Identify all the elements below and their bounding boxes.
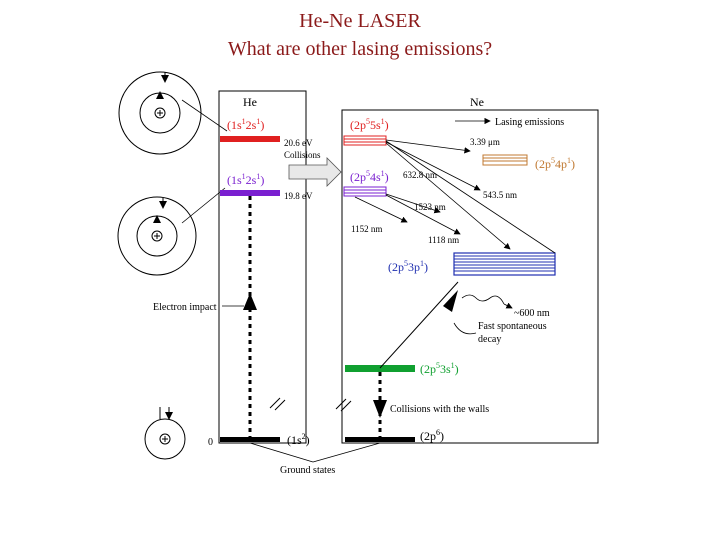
- transition-1523nm: [385, 193, 441, 214]
- collision-transfer-arrow: [288, 157, 342, 187]
- title-line-1: He-Ne LASER: [299, 10, 421, 32]
- he-ground-energy: 0: [208, 437, 213, 448]
- he-lower-level-label: (1s12s1): [227, 172, 264, 187]
- transition-3390nm: [385, 139, 471, 154]
- he-axis-break: [269, 397, 286, 411]
- wavelength-543: 543.5 nm: [483, 190, 517, 200]
- title-line-2: What are other lasing emissions?: [227, 38, 493, 60]
- he-lower-level-bar: [220, 190, 280, 196]
- he-label: He: [243, 95, 257, 109]
- spontaneous-decay-arrowhead: [443, 290, 458, 312]
- ne-4p-level-label: (2p54p1): [535, 156, 575, 171]
- he-panel-frame: [218, 90, 307, 444]
- ne-3p-level-bar: [453, 252, 556, 276]
- transition-1152nm: [354, 196, 408, 223]
- ne-4s-level-bar: [343, 186, 387, 197]
- electron-impact-label: Electron impact: [153, 302, 217, 313]
- wavelength-3390: 3.39 μm: [470, 137, 500, 147]
- he-ground-level-bar: [220, 437, 280, 442]
- he-upper-energy: 20.6 eV: [284, 138, 313, 148]
- wavelength-1118: 1118 nm: [428, 235, 459, 245]
- ne-4p-level-bar: [482, 154, 528, 166]
- transition-543nm: [385, 142, 511, 250]
- wavelength-1523: 1523 nm: [414, 202, 446, 212]
- he-upper-level-label: (1s12s1): [227, 117, 264, 132]
- spontaneous-decay-line: [379, 281, 459, 369]
- photon-wave-icon: [461, 294, 505, 305]
- he-atom-metastable-icon: [117, 196, 197, 276]
- ne-5s-level-bar: [343, 135, 387, 146]
- transition-632nm: [385, 141, 481, 191]
- wall-collisions-label: Collisions with the walls: [390, 404, 489, 415]
- he-atom-ground-icon: [144, 407, 186, 460]
- fast-decay-label-2: decay: [478, 334, 501, 345]
- ne-ground-level-label: (2p6): [420, 428, 444, 443]
- wavelength-600: ~600 nm: [514, 308, 550, 319]
- transition-632nm-line: [385, 140, 556, 254]
- he-upper-level-bar: [220, 136, 280, 142]
- ne-3s-level-bar: [345, 365, 415, 372]
- electron-impact-arrowhead: [243, 293, 257, 310]
- ne-panel-frame: [341, 109, 599, 444]
- ne-axis-break: [335, 398, 352, 412]
- ne-3p-level-label: (2p53p1): [388, 259, 428, 274]
- ne-5s-level-label: (2p55s1): [350, 117, 389, 132]
- ne-4s-level-label: (2p54s1): [350, 169, 389, 184]
- lasing-emissions-label: Lasing emissions: [495, 117, 564, 128]
- ne-3s-level-label: (2p53s1): [420, 361, 459, 376]
- collisions-label: Collisions: [284, 150, 321, 160]
- wall-collision-arrowhead: [373, 400, 387, 418]
- fast-decay-label-1: Fast spontaneous: [478, 321, 547, 332]
- ne-ground-level-bar: [345, 437, 415, 442]
- wavelength-632: 632.8 nm: [403, 170, 437, 180]
- he-lower-energy: 19.8 eV: [284, 191, 313, 201]
- he-ground-level-label: (1s2): [287, 432, 310, 447]
- he-atom-excited-icon: [118, 71, 202, 155]
- transition-1118nm: [385, 194, 461, 235]
- ground-states-label: Ground states: [280, 465, 335, 476]
- ne-label: Ne: [470, 95, 484, 109]
- wavelength-1152: 1152 nm: [351, 224, 382, 234]
